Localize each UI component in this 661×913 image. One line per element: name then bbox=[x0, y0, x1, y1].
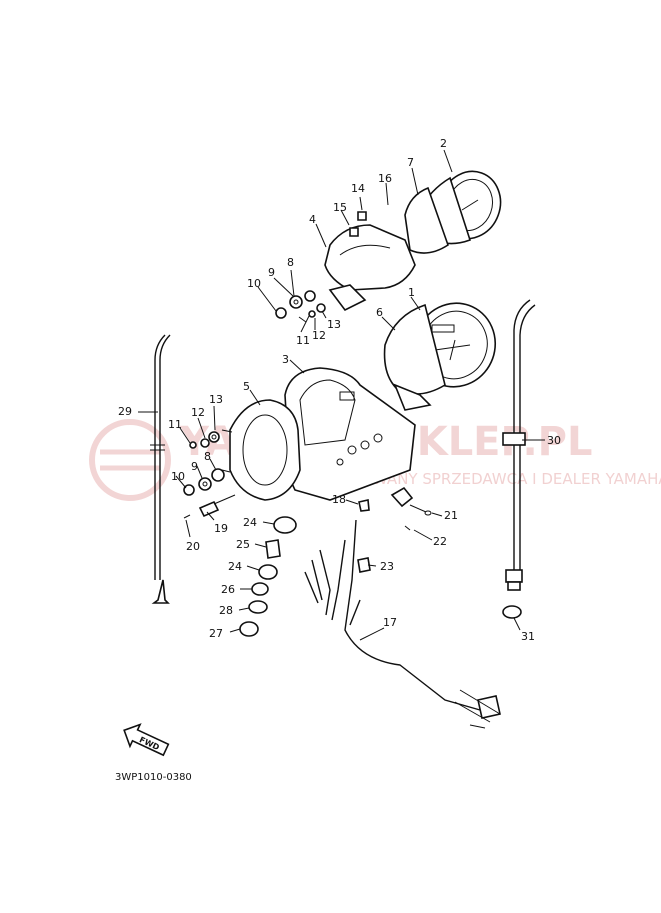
hardware-upper bbox=[275, 290, 326, 323]
callout-8b: 8 bbox=[204, 450, 211, 463]
part-18 bbox=[358, 499, 370, 512]
callout-25: 25 bbox=[236, 538, 250, 551]
hardware-14-15 bbox=[349, 211, 367, 237]
watermark-logo-icon bbox=[89, 419, 171, 501]
part-23 bbox=[357, 557, 371, 573]
part-21 bbox=[390, 486, 432, 516]
callout-11b: 11 bbox=[168, 418, 182, 431]
callout-12: 12 bbox=[312, 329, 326, 342]
part-gauge-1 bbox=[383, 302, 497, 411]
callout-30: 30 bbox=[547, 434, 561, 447]
part-7 bbox=[404, 186, 449, 254]
part-housing-4 bbox=[324, 224, 416, 312]
callout-5: 5 bbox=[243, 380, 250, 393]
callout-9b: 9 bbox=[191, 460, 198, 473]
callout-labels: 2 7 16 14 15 4 8 9 10 11 12 13 1 6 3 5 2… bbox=[118, 137, 561, 643]
callout-13: 13 bbox=[327, 318, 341, 331]
callout-7: 7 bbox=[407, 156, 414, 169]
grommet-stack bbox=[239, 516, 297, 637]
callout-11: 11 bbox=[296, 334, 310, 347]
callout-15: 15 bbox=[333, 201, 347, 214]
callout-18: 18 bbox=[332, 493, 346, 506]
callout-3: 3 bbox=[282, 353, 289, 366]
part-31-oring bbox=[502, 605, 522, 619]
fwd-arrow-icon: FWD bbox=[123, 723, 170, 757]
callout-23: 23 bbox=[380, 560, 394, 573]
callout-17: 17 bbox=[383, 616, 397, 629]
callout-26: 26 bbox=[221, 583, 235, 596]
leader-lines bbox=[138, 149, 545, 641]
hardware-lower bbox=[183, 431, 236, 519]
callout-10: 10 bbox=[247, 277, 261, 290]
callout-14: 14 bbox=[351, 182, 365, 195]
cable-29 bbox=[150, 334, 171, 604]
callout-31: 31 bbox=[521, 630, 535, 643]
callout-24: 24 bbox=[243, 516, 257, 529]
part-bracket-3 bbox=[284, 367, 416, 501]
callout-6: 6 bbox=[376, 306, 383, 319]
callout-13b: 13 bbox=[209, 393, 223, 406]
callout-10b: 10 bbox=[171, 470, 185, 483]
callout-12b: 12 bbox=[191, 406, 205, 419]
drawing-code: 3WP1010-0380 bbox=[115, 772, 192, 783]
callout-21: 21 bbox=[444, 509, 458, 522]
part-22 bbox=[404, 525, 411, 531]
part-17-harness bbox=[304, 519, 501, 729]
callout-22: 22 bbox=[433, 535, 447, 548]
callout-4: 4 bbox=[309, 213, 316, 226]
callout-29: 29 bbox=[118, 405, 132, 418]
cable-30 bbox=[502, 299, 536, 591]
callout-1: 1 bbox=[408, 286, 415, 299]
callout-20: 20 bbox=[186, 540, 200, 553]
callout-19: 19 bbox=[214, 522, 228, 535]
callout-28: 28 bbox=[219, 604, 233, 617]
fwd-label: FWD bbox=[138, 735, 161, 752]
callout-2: 2 bbox=[440, 137, 447, 150]
callout-24b: 24 bbox=[228, 560, 242, 573]
part-cover-5 bbox=[221, 399, 301, 501]
callout-27: 27 bbox=[209, 627, 223, 640]
callout-8: 8 bbox=[287, 256, 294, 269]
callout-9: 9 bbox=[268, 266, 275, 279]
callout-16: 16 bbox=[378, 172, 392, 185]
part-gauge-2 bbox=[419, 170, 502, 245]
